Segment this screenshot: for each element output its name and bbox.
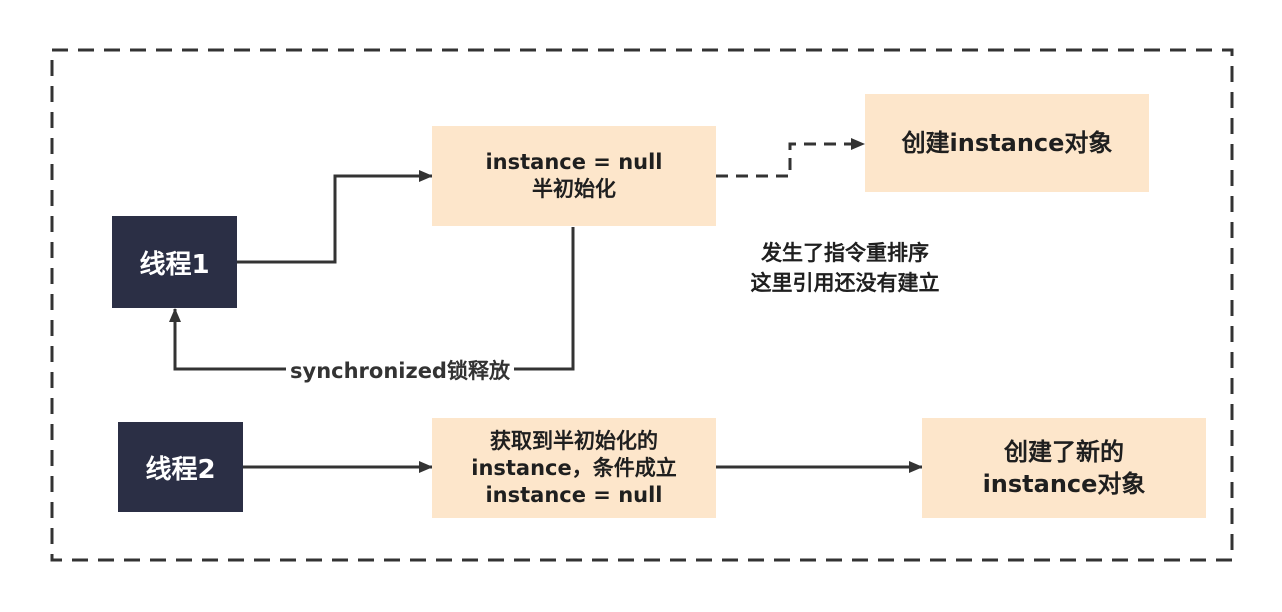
node-thread1-label: 线程1 xyxy=(139,249,210,280)
node-create-instance-label: 创建instance对象 xyxy=(901,129,1113,157)
node-get-half-init-line-1: 获取到半初始化的 xyxy=(490,428,658,453)
reorder-note-line-1: 发生了指令重排序 xyxy=(761,241,929,265)
dashed-frame xyxy=(50,48,1234,562)
reorder-note-line-2: 这里引用还没有建立 xyxy=(750,271,940,295)
node-create-new-line-1: 创建了新的 xyxy=(1004,438,1124,466)
node-thread2: 线程2 xyxy=(118,422,243,512)
node-half-init: instance = null 半初始化 xyxy=(432,126,716,226)
reorder-note: 发生了指令重排序 这里引用还没有建立 xyxy=(710,238,980,298)
node-get-half-init-line-3: instance = null xyxy=(485,482,663,507)
node-create-new: 创建了新的 instance对象 xyxy=(922,418,1206,518)
lock-release-label: synchronized锁释放 xyxy=(286,355,514,385)
node-half-init-line-2: 半初始化 xyxy=(532,177,616,201)
node-get-half-init-line-2: instance，条件成立 xyxy=(471,455,677,480)
node-thread2-label: 线程2 xyxy=(145,454,216,485)
node-thread1: 线程1 xyxy=(112,216,237,308)
node-create-new-line-2: instance对象 xyxy=(982,470,1146,498)
node-create-instance: 创建instance对象 xyxy=(865,94,1149,192)
node-half-init-line-1: instance = null xyxy=(485,150,663,174)
edge-thread1-to-half-init xyxy=(237,170,433,264)
edge-half-init-to-create-instance xyxy=(716,138,865,178)
node-get-half-init: 获取到半初始化的 instance，条件成立 instance = null xyxy=(432,418,716,518)
